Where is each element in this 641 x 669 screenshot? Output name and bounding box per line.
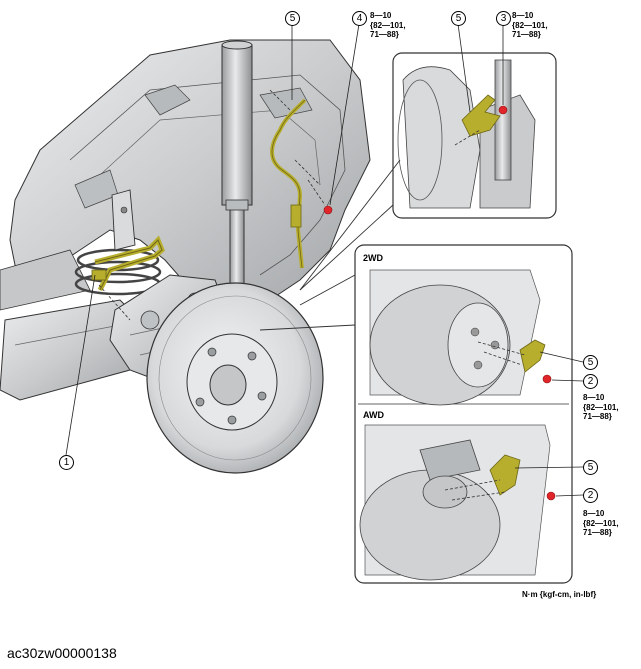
callout-2-awd: 2: [583, 488, 598, 503]
torque-line: 8—10: [583, 393, 605, 402]
callout-1: 1: [59, 455, 74, 470]
torque-line: 71—88}: [583, 412, 612, 421]
mounting-bracket: [111, 189, 136, 251]
callout-4: 4: [352, 11, 367, 26]
torque-line: {82—101,: [583, 402, 619, 412]
callout-5-top: 5: [285, 11, 300, 26]
sensor-harness: [269, 89, 333, 269]
document-id: ac30zw00000138: [7, 645, 117, 661]
callout-3: 3: [496, 11, 511, 26]
callout-5-awd: 5: [583, 460, 598, 475]
callout-2-2wd: 2: [583, 374, 598, 389]
shock-absorber: [221, 40, 253, 301]
zoom-lines: [259, 159, 401, 331]
torque-spec-3: 8—10 {82—101, 71—88}: [512, 11, 548, 40]
leader-lines: [65, 23, 584, 497]
torque-spec-2wd: 8—10 {82—101, 71—88}: [583, 393, 619, 422]
torque-line: 8—10: [583, 509, 605, 518]
torque-line: {82—101,: [512, 20, 548, 30]
torque-line: 71—88}: [583, 528, 612, 537]
torque-spec-4: 8—10 {82—101, 71—88}: [370, 11, 406, 40]
detail-box-lower: [354, 244, 573, 584]
torque-line: {82—101,: [370, 20, 406, 30]
detail-box-top: [392, 52, 557, 219]
callout-5-detail: 5: [451, 11, 466, 26]
brake-disc: [146, 282, 324, 474]
torque-spec-awd: 8—10 {82—101, 71—88}: [583, 509, 619, 538]
torque-units-note: N·m {kgf-cm, in-lbf}: [522, 590, 597, 599]
torque-line: 71—88}: [512, 30, 541, 39]
torque-line: 71—88}: [370, 30, 399, 39]
torque-line: 8—10: [370, 11, 392, 20]
torque-line: {82—101,: [583, 518, 619, 528]
section-label-2wd: 2WD: [363, 253, 383, 263]
abs-sensor-main: [91, 235, 165, 321]
callout-5-2wd: 5: [583, 355, 598, 370]
section-label-awd: AWD: [363, 410, 384, 420]
torque-line: 8—10: [512, 11, 534, 20]
